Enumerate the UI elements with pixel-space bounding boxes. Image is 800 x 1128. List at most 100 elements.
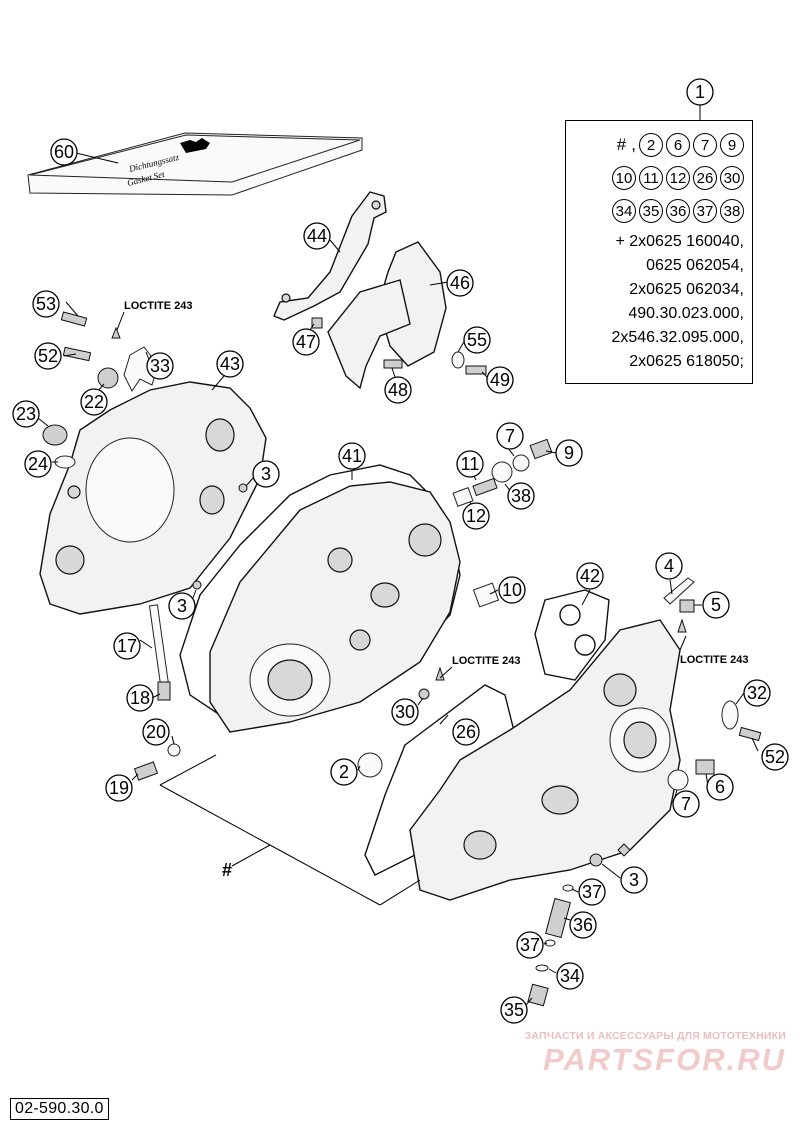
svg-text:53: 53 <box>36 294 56 314</box>
callout-22: 22 <box>80 388 108 416</box>
callout-34: 34 <box>556 962 584 990</box>
callout-3a: 3 <box>252 460 280 488</box>
callout-55: 55 <box>463 326 491 354</box>
set-row-2: 10 11 12 26 30 <box>612 166 744 190</box>
figure-number: 02-590.30.0 <box>10 1098 109 1120</box>
callout-4: 4 <box>655 552 683 580</box>
set-contents-box: #, 2 6 7 9 10 11 12 26 30 34 35 36 37 38… <box>565 120 753 384</box>
svg-text:41: 41 <box>342 446 362 466</box>
callout-10: 10 <box>498 576 526 604</box>
set-circle: 30 <box>720 166 744 190</box>
callout-17: 17 <box>113 632 141 660</box>
callout-37a: 37 <box>578 878 606 906</box>
svg-text:20: 20 <box>146 722 166 742</box>
callout-23: 23 <box>12 400 40 428</box>
svg-text:37: 37 <box>582 882 602 902</box>
svg-text:26: 26 <box>456 722 476 742</box>
callout-1: 1 <box>686 78 714 106</box>
set-circle: 10 <box>612 166 636 190</box>
svg-text:17: 17 <box>117 636 137 656</box>
callout-38: 38 <box>507 482 535 510</box>
set-circle: 37 <box>693 199 717 223</box>
callout-52b: 52 <box>761 743 789 771</box>
loctite-label-3: LOCTITE 243 <box>680 654 748 666</box>
svg-text:4: 4 <box>664 556 674 576</box>
loctite-label-1: LOCTITE 243 <box>124 300 192 312</box>
watermark-brand: PARTSFOR.RU <box>542 1042 786 1077</box>
set-row-3: 34 35 36 37 38 <box>612 199 744 223</box>
left-crankcase-part <box>209 481 461 733</box>
callout-43: 43 <box>216 350 244 378</box>
svg-text:34: 34 <box>560 966 580 986</box>
callout-46: 46 <box>446 269 474 297</box>
loctite-label-2: LOCTITE 243 <box>452 655 520 667</box>
svg-text:11: 11 <box>461 454 480 474</box>
right-crankcase-part <box>409 619 681 901</box>
callout-7b: 7 <box>672 790 700 818</box>
svg-text:24: 24 <box>28 454 48 474</box>
svg-text:22: 22 <box>84 392 104 412</box>
svg-text:3: 3 <box>177 596 187 616</box>
hash-bracket-lines <box>159 754 421 906</box>
svg-text:7: 7 <box>505 426 515 446</box>
set-line-6: 2x0625 618050; <box>629 353 744 370</box>
callout-37b: 37 <box>516 931 544 959</box>
watermark: ЗАПЧАСТИ И АКСЕССУАРЫ ДЛЯ МОТОТЕХНИКИ PA… <box>525 1030 786 1078</box>
callout-36: 36 <box>569 911 597 939</box>
svg-text:33: 33 <box>150 356 170 376</box>
set-line-4: 490.30.023.000, <box>628 305 744 322</box>
set-circle: 9 <box>720 133 744 157</box>
set-circle: 38 <box>720 199 744 223</box>
callout-44: 44 <box>303 222 331 250</box>
svg-text:47: 47 <box>296 332 316 352</box>
callout-41: 41 <box>338 442 366 470</box>
callout-19: 19 <box>105 774 133 802</box>
callout-30: 30 <box>391 698 419 726</box>
svg-text:37: 37 <box>520 935 540 955</box>
svg-text:3: 3 <box>261 464 271 484</box>
svg-text:12: 12 <box>466 506 486 526</box>
set-circle: 2 <box>639 133 663 157</box>
svg-text:7: 7 <box>681 794 691 814</box>
callout-6: 6 <box>706 773 734 801</box>
callout-20: 20 <box>142 718 170 746</box>
set-circle: 6 <box>666 133 690 157</box>
svg-text:19: 19 <box>109 778 129 798</box>
bracket-part <box>273 191 387 321</box>
set-circle: 35 <box>639 199 663 223</box>
svg-text:1: 1 <box>695 82 705 102</box>
watermark-tagline: ЗАПЧАСТИ И АКСЕССУАРЫ ДЛЯ МОТОТЕХНИКИ <box>524 1030 786 1042</box>
cover-part <box>327 241 447 390</box>
hash-label: # <box>222 860 232 880</box>
callout-9: 9 <box>555 439 583 467</box>
svg-text:23: 23 <box>16 404 36 424</box>
svg-text:42: 42 <box>580 566 600 586</box>
callout-42: 42 <box>576 562 604 590</box>
callout-32: 32 <box>743 679 771 707</box>
clutch-cover-part <box>39 381 267 615</box>
svg-text:44: 44 <box>307 226 327 246</box>
set-circle: 12 <box>666 166 690 190</box>
svg-text:10: 10 <box>502 580 522 600</box>
set-line-3: 2x0625 062034, <box>629 281 744 298</box>
callout-12: 12 <box>462 502 490 530</box>
callout-2: 2 <box>330 758 358 786</box>
svg-text:46: 46 <box>450 273 470 293</box>
callout-26: 26 <box>452 718 480 746</box>
callout-60: 60 <box>50 138 78 166</box>
set-line-2: 0625 062054, <box>646 257 744 274</box>
callout-49: 49 <box>486 366 514 394</box>
svg-text:43: 43 <box>220 354 240 374</box>
callout-47: 47 <box>292 328 320 356</box>
svg-text:3: 3 <box>629 870 639 890</box>
set-circle: 36 <box>666 199 690 223</box>
svg-text:49: 49 <box>490 370 510 390</box>
svg-text:38: 38 <box>511 486 531 506</box>
callout-53: 53 <box>32 290 60 318</box>
callout-24: 24 <box>24 450 52 478</box>
svg-text:5: 5 <box>711 595 721 615</box>
svg-text:36: 36 <box>573 915 593 935</box>
gasket-kit: Dichtungssatz Gasket Set <box>27 132 363 196</box>
svg-text:18: 18 <box>130 688 150 708</box>
